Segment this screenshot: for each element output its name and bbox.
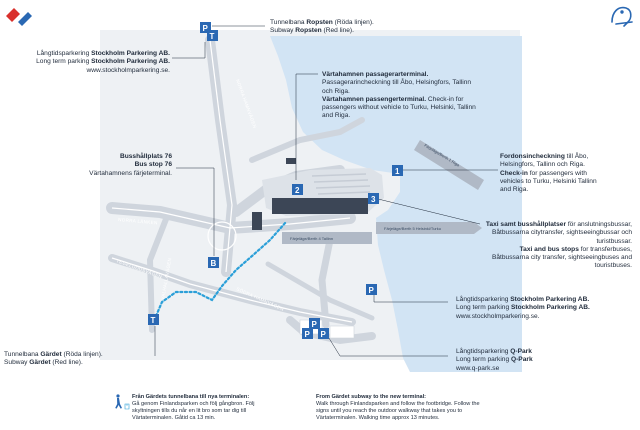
marker-p-qpark-3[interactable]: P: [318, 328, 329, 339]
svg-text:3: 3: [371, 195, 376, 204]
walking-route: [154, 220, 288, 318]
label-parking-top: Långtidsparkering Stockholm Parkering AB…: [36, 50, 170, 74]
svg-text:P: P: [312, 320, 318, 329]
svg-text:B: B: [211, 259, 217, 268]
road-outline: [111, 39, 353, 323]
label-parking-mid: Långtidsparkering Stockholm Parkering AB…: [456, 296, 590, 320]
quay-label-tallinn: Färjeläge/Berth 4 Tallinn: [290, 236, 333, 241]
svg-text:P: P: [203, 24, 209, 33]
directions-swedish: Från Gärdets tunnelbana till nya termina…: [132, 394, 255, 421]
label-gardet: Tunnelbana Gärdet (Röda linjen). Subway …: [4, 351, 103, 367]
svg-text:P: P: [305, 330, 311, 339]
svg-text:T: T: [210, 32, 215, 41]
pier-berth-1: [414, 140, 484, 190]
street-norra-lanken: NORRA LÄNKEN: [118, 216, 158, 225]
leader-lines: [154, 25, 498, 357]
marker-1[interactable]: 1: [392, 165, 403, 176]
svg-text:T: T: [151, 316, 156, 325]
marker-t-gardet[interactable]: T: [148, 314, 159, 325]
svg-text:P: P: [321, 330, 327, 339]
sl-logo-icon: [6, 8, 32, 26]
svg-text:P: P: [369, 286, 375, 295]
marker-p-mid[interactable]: P: [366, 284, 377, 295]
label-ropsten: Tunnelbana Ropsten (Röda linjen). Subway…: [270, 19, 374, 35]
pedestrian-icon: [115, 394, 130, 410]
label-bus-stop: Busshållplats 76 Bus stop 76 Värtahamnen…: [89, 153, 172, 177]
water-area: [270, 36, 522, 372]
label-terminal: Värtahamnen passagerarterminal. Passager…: [322, 71, 476, 120]
marker-p-qpark-2[interactable]: P: [302, 328, 313, 339]
seal-logo-icon: [611, 6, 633, 27]
marker-p-qpark-1[interactable]: P: [309, 318, 320, 329]
marker-3[interactable]: 3: [368, 193, 379, 204]
building-west: [252, 212, 262, 230]
svg-text:1: 1: [395, 167, 400, 176]
marker-b-bus[interactable]: B: [208, 257, 219, 268]
pier-berth-4: [282, 232, 372, 244]
terminal-stripes: [311, 173, 371, 195]
marker-t-top[interactable]: T: [207, 30, 218, 41]
marker-p-top[interactable]: P: [200, 22, 211, 33]
label-qpark: Långtidsparkering Q-Park Long term parki…: [456, 348, 533, 372]
pier-berth-5: [376, 222, 482, 234]
terminal-building: [272, 198, 368, 214]
quay-label-turku: Färjeläge/Berth 5 Helsinki/Turku: [384, 226, 441, 231]
label-vehicle-checkin: Fordonsincheckning till Åbo, Helsingfors…: [500, 153, 597, 194]
label-taxi: Taxi samt busshållplatser för anslutning…: [485, 221, 632, 270]
svg-text:2: 2: [295, 186, 300, 195]
directions-english: From Gärdet subway to the new terminal: …: [316, 394, 480, 421]
building-small: [286, 158, 296, 164]
marker-2[interactable]: 2: [292, 184, 303, 195]
